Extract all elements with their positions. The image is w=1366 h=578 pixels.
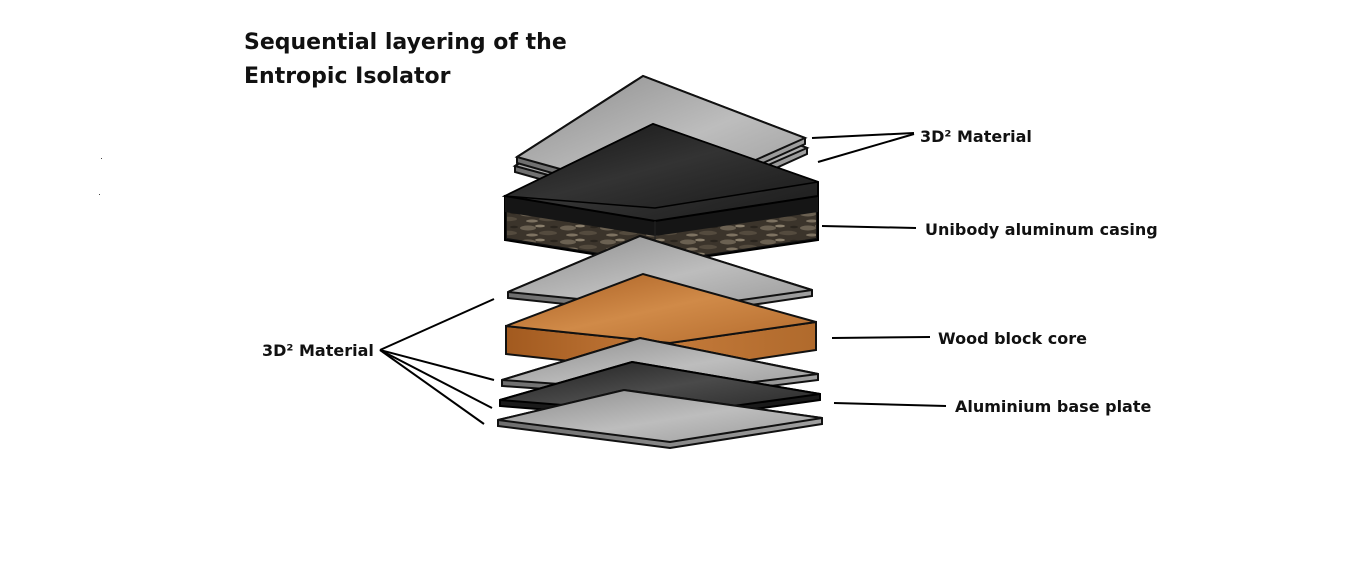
- stray-dot: [99, 194, 100, 195]
- leader-line-left-material-3: [379, 349, 493, 409]
- leader-line-casing: [821, 225, 917, 229]
- label-base-plate: Aluminium base plate: [955, 397, 1152, 416]
- leader-line-left-material-1: [379, 298, 495, 351]
- leader-line-left-material-4: [379, 349, 485, 425]
- label-top-material: 3D² Material: [920, 127, 1032, 146]
- aluminium-base-plate: [497, 388, 823, 450]
- label-unibody-casing: Unibody aluminum casing: [925, 220, 1158, 239]
- leader-line-base-plate: [833, 402, 947, 407]
- leader-line-left-material-2: [379, 349, 495, 381]
- label-left-material: 3D² Material: [262, 341, 374, 360]
- leader-line-wood-core: [831, 336, 931, 339]
- label-wood-core: Wood block core: [938, 329, 1087, 348]
- unibody-aluminum-casing: [501, 122, 819, 266]
- leader-line-top-material-2: [817, 133, 915, 163]
- diagram-title-line-2: Entropic Isolator: [244, 64, 451, 89]
- leader-lines: [379, 132, 947, 425]
- stray-dot: [101, 158, 102, 159]
- diagram-title-line-1: Sequential layering of the: [244, 30, 567, 55]
- leader-line-top-material-1: [811, 132, 915, 139]
